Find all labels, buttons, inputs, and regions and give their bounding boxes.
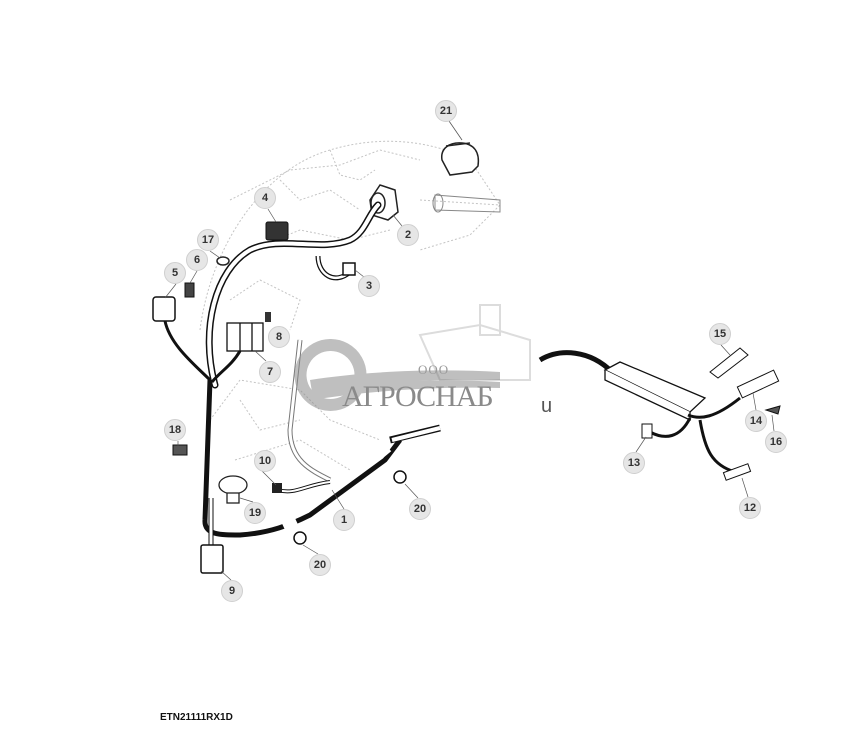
part-17 xyxy=(216,256,230,266)
switch-14 xyxy=(736,369,780,399)
callout-17: 17 xyxy=(197,229,219,251)
machine-sketch xyxy=(199,140,501,471)
callout-12: 12 xyxy=(739,497,761,519)
callout-8: 8 xyxy=(268,326,290,348)
callout-19: 19 xyxy=(244,502,266,524)
figure-id: ETN21111RX1D xyxy=(160,712,233,723)
callout-10: 10 xyxy=(254,450,276,472)
callout-14: 14 xyxy=(745,410,767,432)
steering-column xyxy=(432,193,501,213)
callout-7: 7 xyxy=(259,361,281,383)
part-6 xyxy=(184,282,195,298)
connector-13 xyxy=(641,423,653,439)
clamp-20a xyxy=(293,531,307,545)
connector-7 xyxy=(226,322,264,352)
callout-1: 1 xyxy=(333,509,355,531)
connector-5 xyxy=(152,296,176,322)
connector-9 xyxy=(200,544,224,574)
callout-5: 5 xyxy=(164,262,186,284)
part-16 xyxy=(764,405,781,415)
callout-20: 20 xyxy=(409,498,431,520)
callout-16: 16 xyxy=(765,431,787,453)
callout-4: 4 xyxy=(254,187,276,209)
connector-3 xyxy=(342,262,356,276)
callout-3: 3 xyxy=(358,275,380,297)
bracket-15 xyxy=(709,347,749,379)
knob-19 xyxy=(218,475,248,504)
callout-6: 6 xyxy=(186,249,208,271)
connector-12 xyxy=(722,463,752,481)
connector-10 xyxy=(272,483,282,493)
callout-21: 21 xyxy=(435,100,457,122)
callout-9: 9 xyxy=(221,580,243,602)
connector-4 xyxy=(265,221,289,241)
part-8 xyxy=(265,312,271,322)
module-cover xyxy=(603,361,707,422)
part-18 xyxy=(172,444,188,456)
callout-13: 13 xyxy=(623,452,645,474)
watermark-combine xyxy=(418,304,531,381)
callout-2: 2 xyxy=(397,224,419,246)
callout-18: 18 xyxy=(164,419,186,441)
watermark-gear xyxy=(294,339,500,411)
callout-15: 15 xyxy=(709,323,731,345)
callout-20: 20 xyxy=(309,554,331,576)
clamp-20b xyxy=(393,470,407,484)
clamp-21 xyxy=(441,142,480,176)
